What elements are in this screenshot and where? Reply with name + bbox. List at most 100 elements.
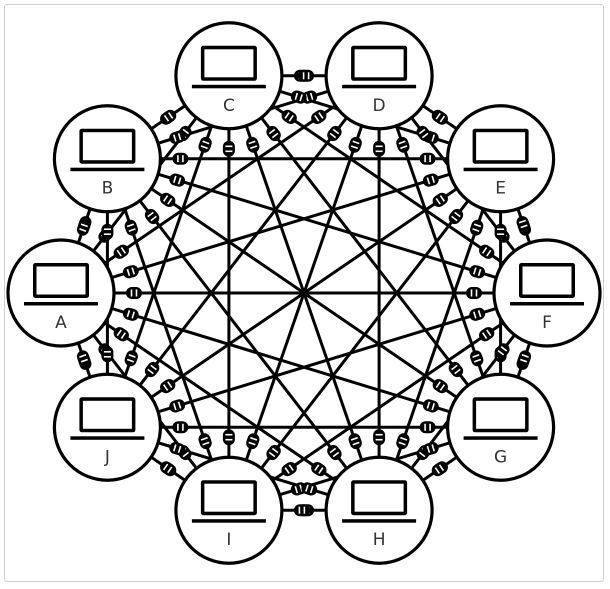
link-a-d-connector-a	[113, 244, 129, 259]
link-a-d-connector-d	[311, 109, 327, 125]
node-label-e: E	[495, 179, 506, 199]
link-a-g-connector-a	[122, 307, 139, 321]
node-label-b: B	[102, 179, 114, 199]
network-nodes: A B C D E F G H I J	[6, 21, 602, 565]
node-d: D	[324, 21, 434, 131]
node-i: I	[174, 455, 284, 565]
laptop-icon	[510, 263, 584, 306]
node-c: C	[174, 21, 284, 131]
link-c-g-connector-g	[448, 361, 464, 378]
link-e-f-connector-f	[516, 216, 530, 232]
node-a: A	[6, 238, 116, 348]
link-c-i-connector-i	[222, 429, 235, 446]
link-d-g	[377, 74, 503, 429]
link-g-h-connector-h	[431, 461, 448, 477]
node-b: B	[52, 104, 163, 214]
link-f-i-connector-f	[479, 327, 495, 342]
link-f-i	[227, 291, 549, 512]
link-c-h-connector-h	[348, 433, 362, 450]
link-b-e-connector-e	[419, 152, 436, 165]
link-d-g-connector-d	[396, 136, 410, 153]
link-e-h-connector-e	[470, 219, 484, 236]
laptop-icon	[463, 397, 538, 440]
link-e-h-connector-h	[396, 433, 410, 450]
laptop-icon	[191, 45, 266, 89]
link-a-j-connector-j	[76, 350, 91, 367]
laptop-icon	[24, 263, 98, 306]
link-d-j-connector-d	[327, 125, 342, 142]
link-g-j-connector-j	[172, 421, 189, 434]
node-h: H	[324, 455, 434, 565]
link-g-i-connector-g	[422, 442, 439, 456]
link-h-j-connector-h	[301, 482, 318, 496]
link-c-e-connector-c	[290, 90, 307, 104]
link-b-j-connector-b	[101, 223, 114, 240]
link-d-h-connector-h	[373, 429, 386, 446]
link-c-i-connector-c	[222, 140, 235, 157]
link-a-f-connector-f	[466, 287, 482, 299]
link-c-f	[227, 74, 549, 295]
link-d-f-connector-d	[416, 125, 431, 142]
link-d-h-connector-d	[373, 140, 386, 157]
link-a-g-connector-g	[422, 399, 439, 413]
link-f-h-connector-f	[495, 343, 510, 359]
link-b-h-connector-h	[327, 444, 342, 461]
link-h-i-connector-i	[293, 504, 310, 517]
link-f-j-connector-j	[169, 399, 186, 413]
link-e-h	[377, 157, 503, 512]
link-a-b-connector-b	[76, 219, 91, 236]
node-e: E	[445, 104, 556, 214]
link-f-j-connector-f	[469, 307, 486, 321]
link-a-e-connector-a	[122, 265, 139, 279]
node-label-d: D	[373, 96, 386, 116]
link-c-h-connector-c	[246, 136, 260, 153]
link-a-h-connector-a	[113, 327, 129, 342]
link-c-d-connector-d	[298, 69, 315, 82]
link-b-g-connector-b	[160, 192, 176, 208]
link-a-f-connector-a	[126, 287, 142, 299]
laptop-icon	[191, 480, 266, 523]
node-label-j: J	[104, 447, 110, 467]
link-c-j-connector-j	[124, 350, 138, 367]
link-f-i-connector-i	[281, 461, 297, 477]
link-b-h-connector-b	[144, 208, 160, 225]
link-b-f-connector-f	[469, 265, 486, 279]
link-a-h-connector-h	[311, 461, 327, 477]
link-e-g-connector-e	[494, 223, 507, 240]
link-d-i-connector-d	[348, 136, 362, 153]
link-b-d-connector-b	[169, 130, 186, 144]
link-e-i-connector-e	[448, 208, 464, 225]
link-d-e-connector-e	[432, 110, 448, 125]
link-a-h	[59, 291, 381, 512]
node-j: J	[52, 372, 163, 482]
laptop-icon	[342, 45, 417, 89]
node-f: F	[492, 238, 602, 348]
link-b-i-connector-i	[198, 433, 212, 450]
node-label-c: C	[223, 96, 235, 116]
link-a-d	[59, 74, 381, 295]
link-b-e-connector-b	[172, 152, 189, 165]
link-a-e-connector-e	[422, 173, 439, 187]
link-b-f-connector-b	[169, 173, 186, 187]
node-g: G	[445, 372, 556, 482]
laptop-icon	[70, 397, 145, 440]
link-connectors	[76, 69, 532, 517]
node-label-i: I	[226, 530, 231, 550]
link-c-j	[105, 74, 231, 429]
laptop-icon	[342, 480, 417, 523]
link-b-j-connector-j	[101, 346, 114, 363]
link-b-c-connector-c	[160, 109, 177, 125]
link-i-j-connector-j	[160, 461, 176, 476]
link-g-j-connector-g	[419, 421, 436, 434]
node-label-g: G	[494, 447, 507, 467]
link-f-g-connector-g	[517, 350, 532, 367]
link-c-f-connector-f	[479, 244, 495, 259]
node-label-f: F	[542, 313, 552, 333]
link-c-g-connector-c	[266, 125, 281, 142]
link-h-j-connector-j	[169, 442, 186, 456]
link-c-j-connector-c	[198, 136, 212, 153]
link-b-g-connector-g	[432, 378, 448, 394]
link-c-f-connector-c	[281, 109, 297, 125]
laptop-icon	[463, 128, 538, 172]
